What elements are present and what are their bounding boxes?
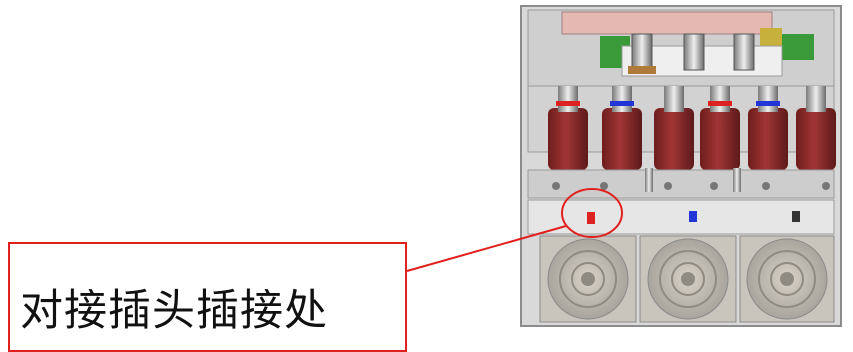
upper-bolt <box>683 33 705 71</box>
upper-bolt <box>628 33 656 74</box>
fan-icon <box>539 235 637 323</box>
insulator <box>748 86 788 170</box>
connector-panel <box>527 199 835 235</box>
callout-label: 对接插头插接处 <box>20 286 328 336</box>
fan-row <box>539 235 835 323</box>
insulator <box>700 86 740 170</box>
insulator <box>602 86 642 170</box>
highlight-circle <box>561 188 623 238</box>
insulator <box>654 86 694 170</box>
connector-black <box>792 211 800 222</box>
callout-leader-line <box>406 225 567 272</box>
insulator <box>548 86 588 170</box>
equipment-diagram <box>406 5 842 327</box>
insulator-row <box>548 86 836 170</box>
fan-icon <box>739 235 835 323</box>
upper-terminals <box>628 33 755 74</box>
upper-bolt <box>733 33 755 71</box>
connector-red <box>587 212 595 224</box>
connector-blue <box>689 211 697 222</box>
fan-icon <box>639 235 737 323</box>
insulator <box>796 86 836 170</box>
callout-box <box>8 242 407 352</box>
base-plate <box>527 168 835 199</box>
